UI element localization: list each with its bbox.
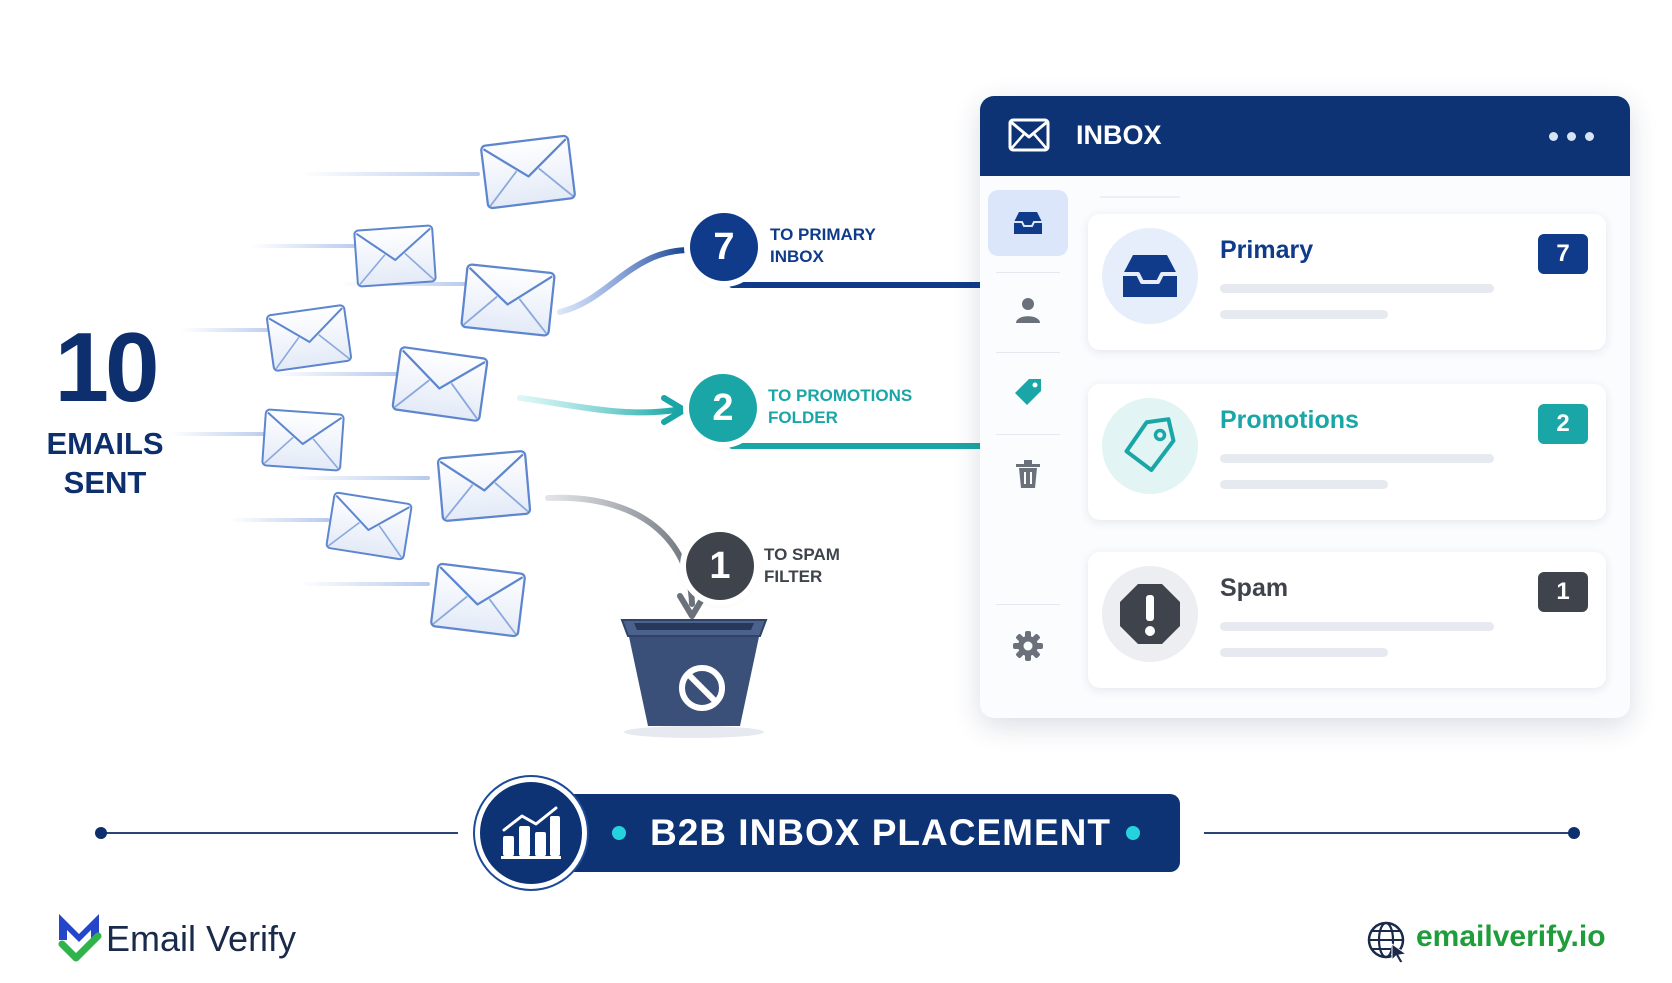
mail-icon: [1008, 118, 1050, 152]
inbox-title: INBOX: [1076, 120, 1162, 150]
promotions-count-badge: 2: [689, 374, 757, 442]
banner: [540, 794, 1180, 872]
banner-rule-dot: [95, 827, 107, 839]
sidebar-inbox-icon[interactable]: [1008, 203, 1048, 243]
promotions-incoming-curve: [517, 395, 679, 416]
banner-title: B2B INBOX PLACEMENT: [650, 812, 1111, 853]
emails-sent-count: 10: [54, 312, 159, 422]
promotions-flow-label-line1: TO PROMOTIONS: [768, 386, 913, 405]
primary-incoming-curve: [557, 247, 693, 315]
more-options-icon[interactable]: [1549, 132, 1594, 141]
spam-flow-label-line2: FILTER: [764, 567, 823, 586]
motion-streak: [300, 582, 430, 586]
motion-streak: [270, 372, 400, 376]
sidebar-tag-icon[interactable]: [1008, 372, 1048, 412]
list-separator: [1100, 196, 1180, 198]
category-name-spam: Spam: [1220, 574, 1289, 602]
banner-bullet: [1126, 826, 1140, 840]
motion-streak: [290, 476, 430, 480]
spam-bin-icon: [620, 619, 768, 738]
inbox-window: INBOX: [980, 96, 1630, 718]
placeholder-bar: [1220, 454, 1494, 463]
inbox-header: INBOX: [980, 96, 1630, 176]
bar-chart-icon: [480, 782, 582, 884]
website-link[interactable]: emailverify.io: [1416, 920, 1606, 953]
banner-rule-left: [100, 832, 458, 834]
category-card-primary[interactable]: Primary 7: [1088, 214, 1606, 350]
sidebar-gear-icon[interactable]: [1008, 626, 1048, 666]
category-count-spam: 1: [1538, 572, 1588, 612]
sidebar-divider: [996, 604, 1060, 605]
primary-flow-label-line2: INBOX: [770, 247, 824, 266]
spam-incoming-curve: [545, 494, 695, 607]
sidebar-divider: [996, 434, 1060, 435]
brand-logo-icon: [58, 914, 102, 962]
sidebar-divider: [996, 272, 1060, 273]
primary-flow-label: TO PRIMARY INBOX: [770, 224, 876, 268]
promotions-incoming-arrowhead: [661, 395, 687, 425]
brand-name: Email Verify: [106, 918, 297, 959]
sidebar-divider: [996, 352, 1060, 353]
more-dot: [1567, 132, 1576, 141]
more-dot: [1585, 132, 1594, 141]
primary-count-badge: 7: [690, 213, 758, 281]
primary-flow-label-line1: TO PRIMARY: [770, 225, 876, 244]
spam-count-badge: 1: [686, 532, 754, 600]
alert-icon: [1102, 566, 1198, 662]
inbox-tray-icon: [1102, 228, 1198, 324]
more-dot: [1549, 132, 1558, 141]
placeholder-bar: [1220, 284, 1494, 293]
motion-streak: [170, 432, 270, 436]
category-card-spam[interactable]: Spam 1: [1088, 552, 1606, 688]
category-count-primary: 7: [1538, 234, 1588, 274]
sidebar-trash-icon[interactable]: [1008, 454, 1048, 494]
spam-arrowhead: [677, 593, 707, 619]
category-name-promotions: Promotions: [1220, 406, 1359, 434]
emails-sent-label: EMAILS SENT: [40, 424, 170, 502]
placeholder-bar: [1220, 310, 1388, 319]
spam-flow-label-line1: TO SPAM: [764, 545, 840, 564]
placeholder-bar: [1220, 480, 1388, 489]
emails-sent-label-line1: EMAILS: [46, 426, 164, 461]
promotions-flow-label-line2: FOLDER: [768, 408, 838, 427]
banner-rule-right: [1204, 832, 1574, 834]
placeholder-bar: [1220, 622, 1494, 631]
category-card-promotions[interactable]: Promotions 2: [1088, 384, 1606, 520]
motion-streak: [230, 518, 330, 522]
banner-rule-dot: [1568, 827, 1580, 839]
motion-streak: [300, 172, 480, 176]
emails-sent-label-line2: SENT: [63, 465, 147, 500]
motion-streak: [250, 244, 360, 248]
tag-icon: [1102, 398, 1198, 494]
placeholder-bar: [1220, 648, 1388, 657]
banner-bullet: [612, 826, 626, 840]
motion-streak: [180, 328, 280, 332]
promotions-flow-label: TO PROMOTIONS FOLDER: [768, 385, 912, 429]
spam-flow-label: TO SPAM FILTER: [764, 544, 840, 588]
globe-icon: [1367, 921, 1408, 964]
category-name-primary: Primary: [1220, 236, 1314, 264]
sidebar-user-icon[interactable]: [1008, 290, 1048, 330]
category-count-promotions: 2: [1538, 404, 1588, 444]
